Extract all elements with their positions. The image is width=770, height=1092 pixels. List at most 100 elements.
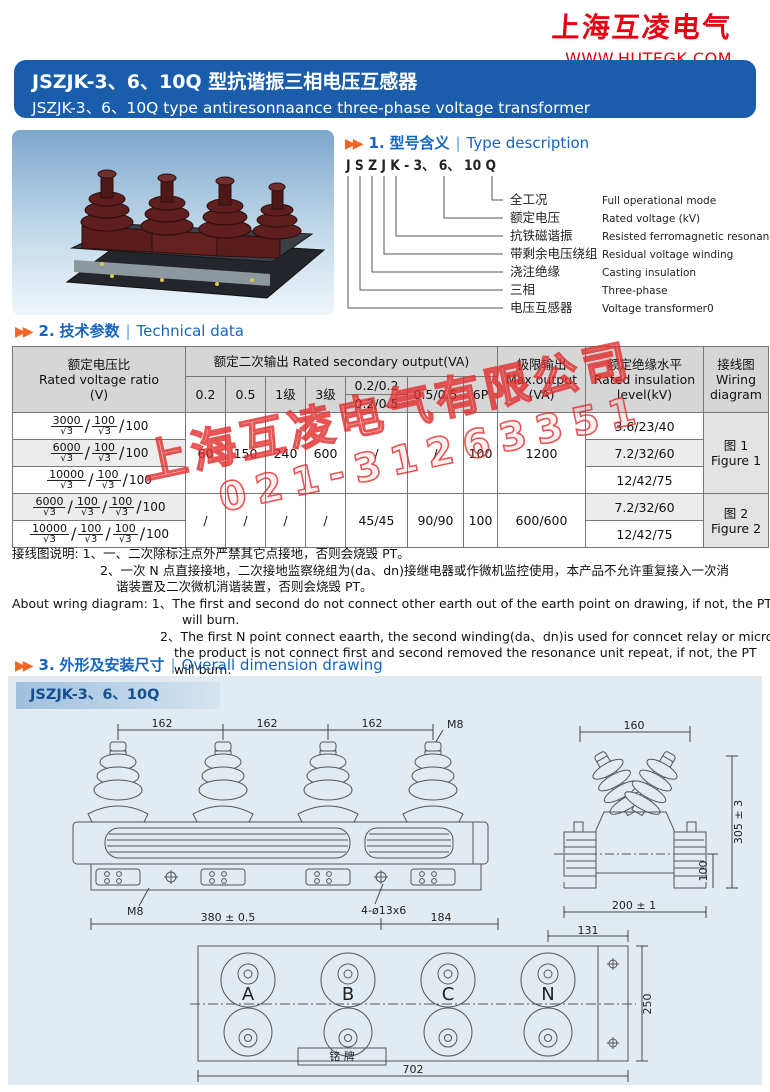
dim-holes: 4-ø13x6 <box>361 904 406 917</box>
phase-label-n: N <box>541 984 554 1005</box>
type-item-en: Three-phase <box>601 285 668 297</box>
note-line-cn: 谐装置及二次微机消谐装置，否则会烧毁 PT。 <box>116 579 373 594</box>
secondary-output-value: 150 <box>225 412 266 494</box>
section-3-number: 3. <box>38 656 55 674</box>
table-subheader-row: 0.2 0.5 1级 3级 0.2/0.2 0.2/0.5 0.5/0.5 6P <box>13 376 769 413</box>
rated-voltage-ratio: 10000√3/100√3/100√3/100 <box>12 520 186 548</box>
dim-side: 184 <box>431 911 452 924</box>
product-title-bar: JSZJK-3、6、10Q 型抗谐振三相电压互感器 JSZJK-3、6、10Q … <box>14 60 756 118</box>
dimension-drawing-panel: JSZJK-3、6、10Q 162 162 162 M8 <box>8 676 762 1085</box>
type-item-en: Rated voltage (kV) <box>602 213 700 225</box>
section-1-title-cn: 型号含义 <box>389 134 450 152</box>
secondary-output-value: / <box>185 493 226 548</box>
section-3-heading: ▶▶3. 外形及安装尺寸|Overall dimension drawing <box>15 654 383 675</box>
note-line-en: will burn. <box>182 612 240 627</box>
table-header-row: 额定电压比 Rated voltage ratio (V) 额定二次输出 Rat… <box>12 346 769 413</box>
col-max-output: 极限输出 Max.output (VA) <box>497 346 586 413</box>
front-view-drawing: 162 162 162 M8 <box>72 717 499 930</box>
type-item-en: Full operational mode <box>602 195 716 207</box>
insulation-level-value: 7.2/32/60 <box>585 439 704 467</box>
dim-top: 160 <box>624 719 645 732</box>
type-item-en: Voltage transformer0 <box>602 303 714 315</box>
section-2-title-cn: 技术参数 <box>59 322 120 340</box>
col-rated-secondary-output: 额定二次输出 Rated secondary output(VA) <box>185 346 498 377</box>
phase-label-a: A <box>242 984 255 1005</box>
model-code: J S Z J K - 3、 6、 10 Q <box>345 158 496 174</box>
type-item-cn: 额定电压 <box>510 210 560 225</box>
type-code-diagram: J S Z J K - 3、 6、 10 Q 全工况 额定电压 抗铁磁谐振 带剩… <box>345 158 770 315</box>
secondary-output-value: 600 <box>305 412 346 494</box>
technical-data-table: 额定电压比 Rated voltage ratio (V) 额定二次输出 Rat… <box>12 346 769 548</box>
section-2-title-en: Technical data <box>136 322 244 340</box>
table-row: 10000√3/100√3/100√3/100 12/42/75 <box>12 520 769 548</box>
wiring-diagram-ref: 图 1 Figure 1 <box>703 412 769 494</box>
front-insulators <box>87 741 464 823</box>
table-row: 3000√3/100√3/100 60 150 240 600 / / 100 … <box>12 412 769 494</box>
subcol-0.5: 0.5 <box>225 376 266 413</box>
type-item-en: Residual voltage winding <box>602 249 733 261</box>
section-arrow-icon: ▶▶ <box>15 658 33 674</box>
secondary-output-value: 100 <box>463 493 498 548</box>
subcol-0.2: 0.2 <box>185 376 226 413</box>
section-arrow-icon: ▶▶ <box>15 324 33 340</box>
col-rated-voltage-ratio: 额定电压比 Rated voltage ratio (V) <box>12 346 186 413</box>
section-separator: | <box>455 134 461 152</box>
type-item-cn: 三相 <box>510 282 535 297</box>
nameplate-label: 铭 牌 <box>329 1049 355 1063</box>
insulation-level-value: 12/42/75 <box>585 520 704 548</box>
drawing-model-label: JSZJK-3、6、10Q <box>16 682 220 709</box>
phase-label-b: B <box>342 984 354 1005</box>
bottom-phases: A B C N <box>220 952 576 1057</box>
secondary-output-value: / <box>407 412 464 494</box>
dim-offset: 131 <box>578 924 599 937</box>
rated-voltage-ratio: 6000√3/100√3/100 <box>12 439 186 467</box>
page-header: 上海互凌电气 WWW.HUTEGK.COM <box>551 6 733 68</box>
side-view-drawing: 160 305 ± 3 <box>554 719 745 918</box>
secondary-output-value: / <box>225 493 266 548</box>
subcol-0.2-0.5: 0.2/0.5 <box>354 396 399 411</box>
product-title-cn: JSZJK-3、6、10Q 型抗谐振三相电压互感器 <box>32 71 418 93</box>
rated-voltage-ratio: 10000√3/100√3/100 <box>12 466 186 494</box>
subcol-0.5-0.5: 0.5/0.5 <box>407 376 464 413</box>
secondary-output-value: / <box>345 412 408 494</box>
dim-height: 305 ± 3 <box>732 800 745 844</box>
type-item-cn: 抗铁磁谐振 <box>510 228 573 243</box>
dim-length: 702 <box>403 1063 424 1076</box>
phase-label-c: C <box>442 984 455 1005</box>
side-insulators <box>592 751 678 817</box>
col-rated-insulation: 额定绝缘水平 Rated insulation level(kV) <box>585 346 704 413</box>
insulation-level-value: 7.2/32/60 <box>585 493 704 521</box>
product-photo <box>12 130 334 315</box>
note-line-cn: 2、一次 N 点直接接地，二次接地监察绕组为(da、dn)接继电器或作微机监控使… <box>100 562 729 578</box>
bottom-view-drawing: A B C N 铭 牌 131 250 702 <box>190 924 654 1082</box>
subcol-class3: 3级 <box>305 376 346 413</box>
note-line-cn: 接线图说明: 1、一、二次除标注点外严禁其它点接地，否则会烧毁 PT。 <box>12 546 410 561</box>
subcol-0.2-0.2: 0.2/0.2 <box>346 377 407 395</box>
product-photo-graphic <box>12 130 334 315</box>
secondary-output-value: / <box>265 493 306 548</box>
max-output-value: 1200 <box>497 412 586 494</box>
section-separator: | <box>125 322 131 340</box>
section-1-heading: ▶▶1. 型号含义|Type description <box>345 132 589 153</box>
secondary-output-value: 90/90 <box>407 493 464 548</box>
insulation-level-value: 3.6/23/40 <box>585 412 704 440</box>
note-line-en: About wring diagram: 1、The first and sec… <box>12 595 770 611</box>
rated-voltage-ratio: 6000√3/100√3/100√3/100 <box>12 493 186 521</box>
product-title-en: JSZJK-3、6、10Q type antiresonnaance three… <box>32 99 591 117</box>
section-1-number: 1. <box>368 134 385 152</box>
subcol-6P: 6P <box>463 376 498 413</box>
subcol-class1: 1级 <box>265 376 306 413</box>
type-item-en: Casting insulation <box>602 267 696 279</box>
dim-width: 380 ± 0.5 <box>201 911 256 924</box>
front-body <box>72 821 489 891</box>
secondary-output-value: 240 <box>265 412 306 494</box>
note-line-en: the product is not connect first and sec… <box>174 645 757 660</box>
type-item-cn: 带剩余电压绕组 <box>510 246 598 261</box>
dim-bolt-bottom: M8 <box>127 905 144 918</box>
wiring-notes: 接线图说明: 1、一、二次除标注点外严禁其它点接地，否则会烧毁 PT。 2、一次… <box>12 546 770 678</box>
subcol-dual-accuracy: 0.2/0.2 0.2/0.5 <box>345 376 408 413</box>
dim-bolt-top: M8 <box>447 718 464 731</box>
max-output-value: 600/600 <box>497 493 586 548</box>
dim-pitch-2: 162 <box>257 717 278 730</box>
